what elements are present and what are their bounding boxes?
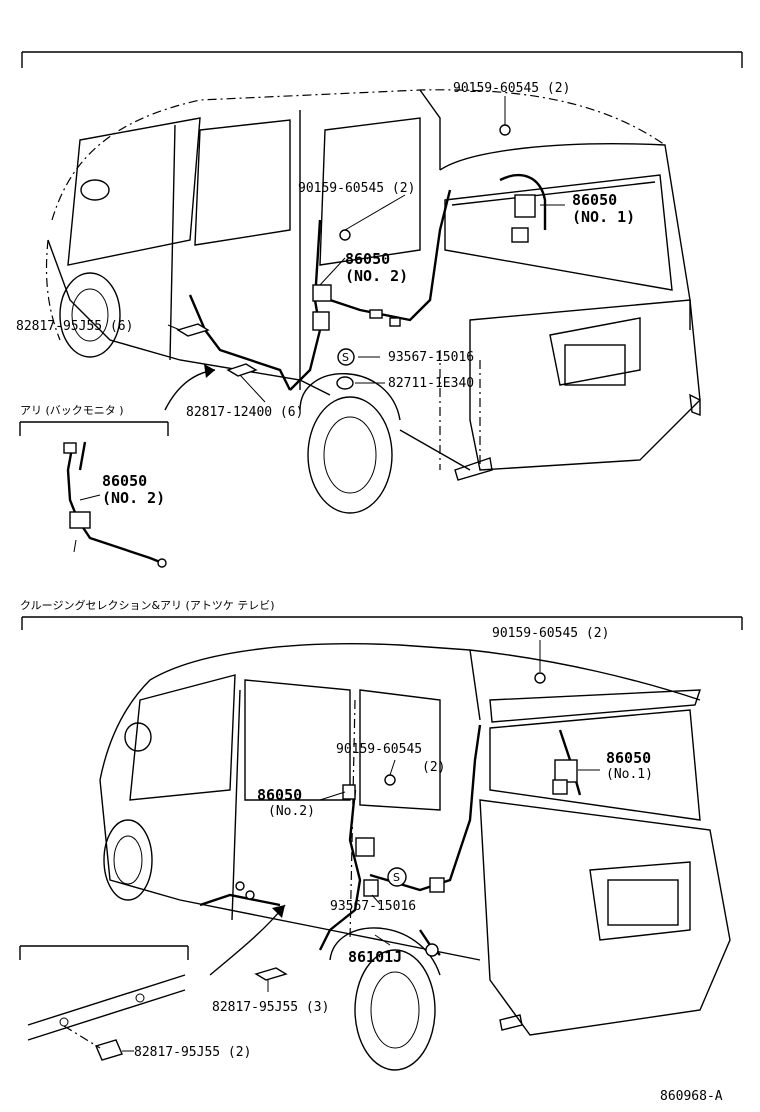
part-label-82711: 82711-1E340: [388, 376, 474, 391]
part-label-90159-side-b-qty: (2): [422, 760, 445, 775]
bottom-section-frame: クルージングセレクション&アリ (アトツケ テレビ): [20, 598, 743, 630]
bottom-leader-lines: [267, 640, 600, 992]
part-label-90159-roof: 90159-60545 (2): [453, 81, 570, 96]
bottom-section-title: クルージングセレクション&アリ (アトツケ テレビ): [20, 598, 275, 612]
diagram-code: 860968-A: [660, 1089, 723, 1104]
inset-title: アリ (バックモニタ ): [20, 404, 124, 417]
part-label-82817-95j55: 82817-95J55 (6): [16, 319, 133, 334]
top-van-drawing: S: [45, 89, 701, 514]
part-label-90159-roof-b: 90159-60545 (2): [492, 626, 609, 641]
bottom-labels: 90159-60545 (2) 90159-60545 (2) 86050 (N…: [212, 626, 653, 1015]
inset-part-label: 86050: [102, 472, 147, 490]
part-label-86050-no1-sub: (NO. 1): [572, 208, 635, 226]
part-label-90159-side: 90159-60545 (2): [298, 181, 415, 196]
top-labels: 90159-60545 (2) 90159-60545 (2) 86050 (N…: [16, 81, 635, 420]
top-inset: アリ (バックモニタ ) 86050 (NO. 2): [19, 404, 169, 568]
part-label-82817-3: 82817-95J55 (3): [212, 1000, 329, 1015]
top-section-frame: [21, 51, 743, 68]
top-leader-lines: [167, 96, 565, 403]
part-label-93567-b: 93567-15016: [330, 899, 416, 914]
bottom-inset: 82817-95J55 (2): [19, 945, 251, 1061]
part-label-86050-no2-sub: (NO. 2): [345, 267, 408, 285]
part-label-82817-12400: 82817-12400 (6): [186, 405, 303, 420]
inset-part-sub: (NO. 2): [102, 489, 165, 507]
part-label-86050-no1: 86050: [572, 191, 617, 209]
part-label-86050-no2: 86050: [345, 250, 390, 268]
part-label-90159-side-b: 90159-60545: [336, 742, 422, 757]
svg-text:S: S: [342, 351, 349, 364]
part-label-86050-no2-b: 86050: [257, 786, 302, 804]
part-label-86050-no2-b-sub: (No.2): [268, 804, 315, 819]
bottom-van-drawing: S: [99, 643, 731, 1071]
svg-text:S: S: [393, 871, 400, 884]
part-label-93567: 93567-15016: [388, 350, 474, 365]
part-label-82817-2: 82817-95J55 (2): [134, 1045, 251, 1060]
part-label-86050-no1-b-sub: (No.1): [606, 767, 653, 782]
part-label-86050-no1-b: 86050: [606, 749, 651, 767]
part-label-86101j: 86101J: [348, 948, 402, 966]
